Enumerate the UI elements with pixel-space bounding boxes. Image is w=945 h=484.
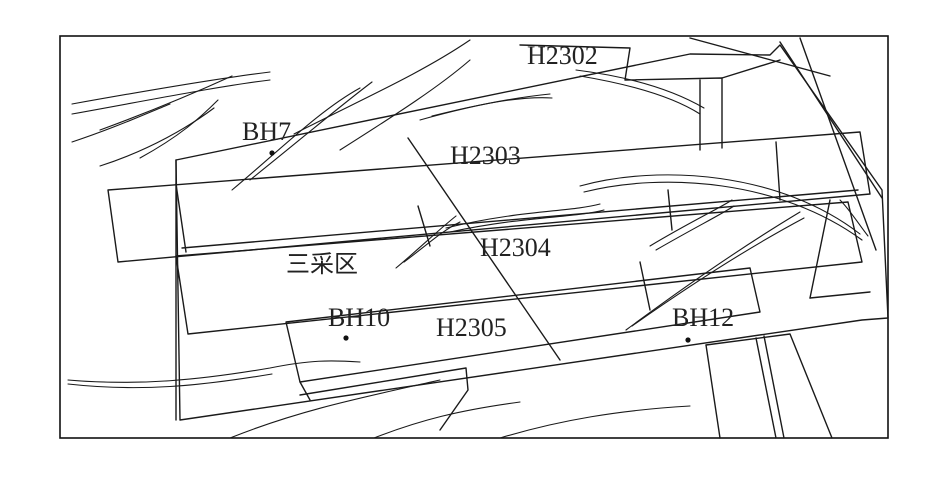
panel-label-h2304: H2304 [480, 233, 551, 262]
borehole-bh10-point [343, 335, 349, 341]
right-side-lines [689, 37, 883, 439]
borehole-bh7-point [269, 150, 275, 156]
borehole-label-bh10: BH10 [328, 303, 390, 332]
panel-label-h2303: H2303 [450, 141, 521, 170]
panel-label-h2302: H2302 [527, 41, 598, 70]
borehole-bh12-point [685, 337, 691, 343]
borehole-label-bh12: BH12 [672, 303, 734, 332]
panel-h2305 [285, 267, 761, 431]
panel-h2304 [175, 201, 863, 335]
district-label: 三采区 [286, 250, 358, 278]
panel-label-h2305: H2305 [436, 313, 507, 342]
district-boundary [175, 44, 889, 421]
map-frame [59, 35, 889, 439]
borehole-label-bh7: BH7 [242, 117, 291, 146]
panel-h2302 [519, 44, 781, 151]
geological-curves [67, 39, 869, 439]
